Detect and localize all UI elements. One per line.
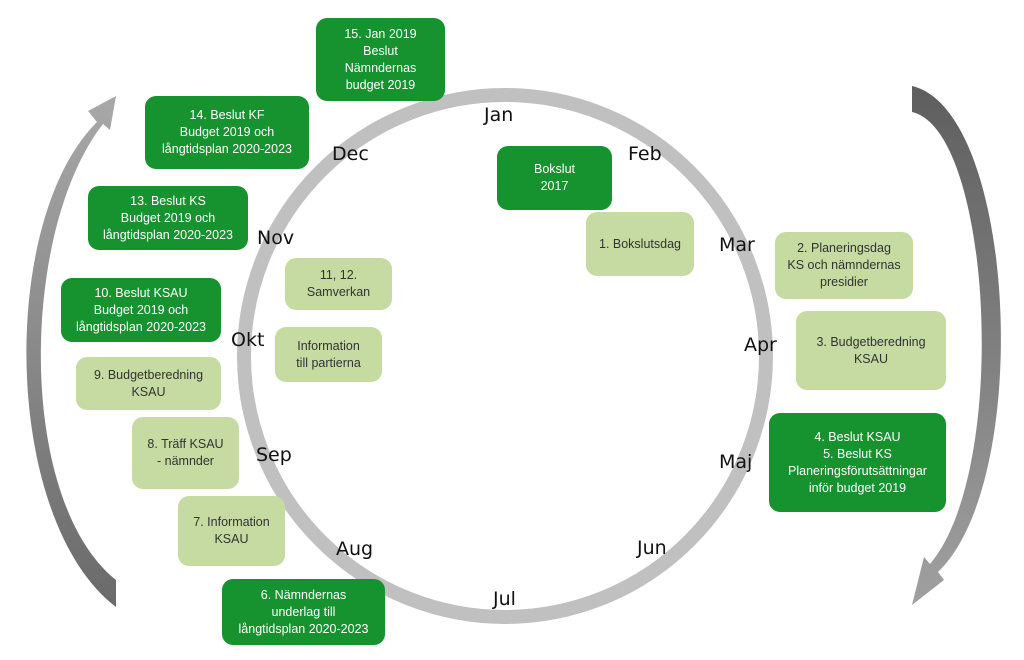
month-feb: Feb [628, 143, 662, 165]
month-maj: Maj [719, 451, 753, 473]
event-information-partierna: Information till partierna [275, 327, 382, 382]
event-8-traff-ksau: 8. Träff KSAU - nämnder [132, 417, 239, 489]
month-aug: Aug [336, 538, 374, 560]
event-1-bokslutsdag: 1. Bokslutsdag [586, 212, 694, 276]
month-jun: Jun [637, 537, 667, 559]
month-nov: Nov [257, 227, 295, 249]
event-14-kf-decision: 14. Beslut KF Budget 2019 och långtidspl… [145, 96, 309, 169]
event-15-budget-decision: 15. Jan 2019 Beslut Nämndernas budget 20… [316, 18, 445, 101]
event-3-budgetberedning: 3. Budgetberedning KSAU [796, 311, 946, 390]
event-7-information-ksau: 7. Information KSAU [178, 496, 285, 566]
event-6-namndernas-underlag: 6. Nämndernas underlag till långtidsplan… [222, 579, 385, 645]
month-dec: Dec [332, 143, 369, 165]
event-13-ks-decision: 13. Beslut KS Budget 2019 och långtidspl… [88, 186, 248, 250]
right-cycle-arrow [912, 86, 1001, 605]
month-mar: Mar [719, 234, 755, 256]
event-4-5-beslut: 4. Beslut KSAU 5. Beslut KS Planeringsfö… [769, 413, 946, 512]
month-jan: Jan [484, 104, 514, 126]
month-sep: Sep [256, 444, 292, 466]
year-ring [237, 88, 773, 624]
month-okt: Okt [231, 329, 265, 351]
month-apr: Apr [744, 334, 777, 356]
event-9-budgetberedning: 9. Budgetberedning KSAU [76, 357, 221, 410]
month-jul: Jul [493, 588, 516, 610]
event-bokslut: Bokslut 2017 [497, 146, 612, 210]
left-cycle-arrow [26, 96, 116, 607]
event-11-12-samverkan: 11, 12. Samverkan [285, 258, 392, 310]
event-2-planeringsdag: 2. Planeringsdag KS och nämndernas presi… [775, 232, 913, 299]
event-10-ksau-decision: 10. Beslut KSAU Budget 2019 och långtids… [61, 278, 221, 342]
